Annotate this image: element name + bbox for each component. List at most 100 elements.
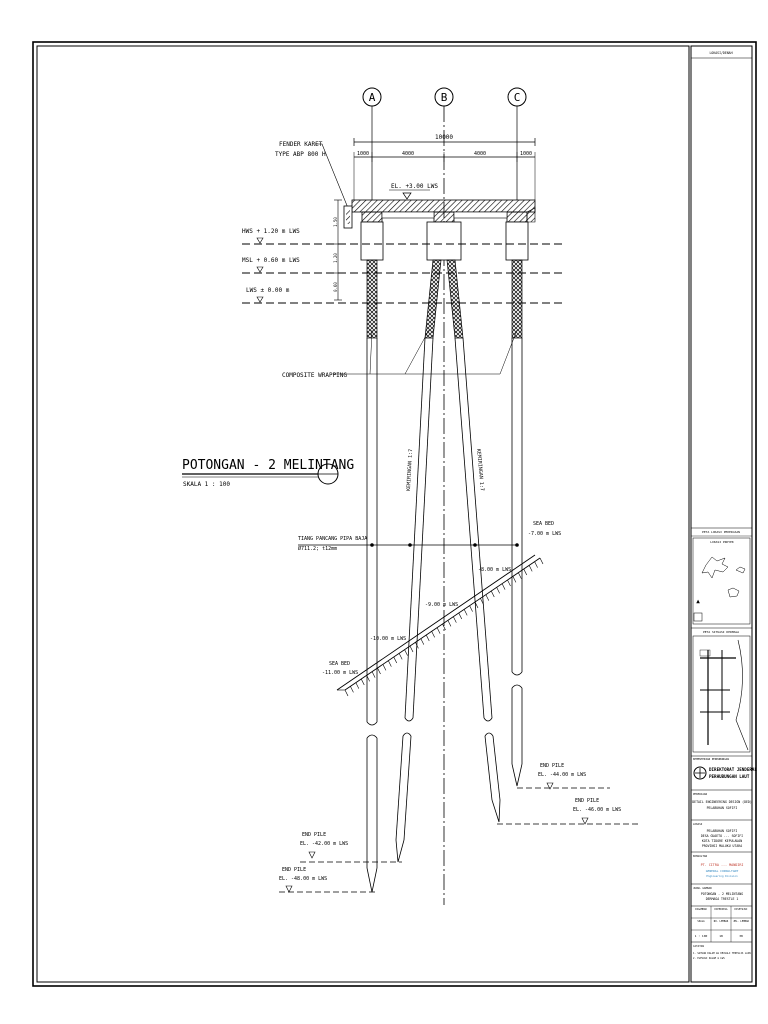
tb-grid-r1-c1: DIGAMBAR <box>695 908 707 911</box>
tb-location-line4: PROVINSI MALUKU UTARA <box>702 844 742 848</box>
batter-right-label: KEMIRINGAN 1:7 <box>475 449 485 492</box>
end-pile-c-2: EL. -44.00 m LWS <box>538 772 586 778</box>
tb-consultant-label: KONSULTAN <box>693 854 707 858</box>
tb-key-plan-label: PETA LOKASI PEKERJAAN <box>702 530 740 534</box>
end-pile-a-1: END PILE <box>282 867 306 873</box>
dimension-total-text: 10000 <box>435 134 453 141</box>
end-pile-ab-2: EL. -42.00 m LWS <box>300 841 348 847</box>
seabed-hatch-tick <box>442 623 446 631</box>
tb-project-line1: DETAIL ENGINEERING DESIGN (DED) <box>692 800 752 804</box>
tb-note-2: 2. ELEVASI DALAM m LWS <box>693 957 725 960</box>
seabed-hatch-tick <box>425 634 430 642</box>
msl-label: MSL + 0.60 m LWS <box>242 257 300 264</box>
seabed-level-3: -10.00 m LWS <box>370 636 406 642</box>
end-pile-c-1: END PILE <box>540 763 564 769</box>
tb-drawing-label: JUDUL GAMBAR <box>693 886 712 890</box>
section-title: POTONGAN - 2 MELINTANG <box>182 458 354 473</box>
tb-grid-r2-c1: SKALA <box>697 920 705 923</box>
fender-block <box>343 205 353 229</box>
tb-project-line2: PELABUHAN SOFIFI <box>707 806 738 810</box>
seabed-hatch-tick <box>420 638 425 645</box>
water-level-lws: LWS ± 0.00 m <box>242 287 565 304</box>
tb-site-plan-label: PETA SITUASI DERMAGA <box>703 630 739 634</box>
water-level-msl: MSL + 0.60 m LWS <box>242 257 565 274</box>
seabed-hatch-tick <box>382 664 387 671</box>
deck-slab <box>351 199 536 223</box>
fender-label-2: TYPE ABP 800 H <box>275 151 326 158</box>
hws-label: HWS + 1.20 m LWS <box>242 228 300 235</box>
axis-b: B <box>434 87 454 107</box>
lws-label: LWS ± 0.00 m <box>246 287 290 294</box>
seabed-hatch-tick <box>518 572 522 579</box>
section-drawing: A B C 10000 1000 4000 <box>182 87 640 905</box>
tb-drawing-line1: POTONGAN - 2 MELINTANG <box>701 892 743 896</box>
seabed-hatch-tick <box>355 682 360 689</box>
seabed-hatch-tick <box>404 649 408 656</box>
end-pile-bc-2: EL. -46.00 m LWS <box>573 807 621 813</box>
tb-owner-line1: DIREKTORAT JENDERAL <box>709 767 757 772</box>
seabed-hatch-tick <box>469 605 473 612</box>
seabed-line <box>336 554 544 697</box>
seabed-hatch-tick <box>458 612 463 620</box>
tb-notes-label: CATATAN <box>693 944 704 948</box>
tb-owner-small: KEMENTERIAN PERHUBUNGAN <box>693 757 729 761</box>
seabed-hatch-tick <box>388 660 392 667</box>
batter-left-label: KEMIRINGAN 1:7 <box>406 449 414 491</box>
tb-drawing-line2: DERMAGA TRESTLE 1 <box>706 897 739 901</box>
seabed-hatch-tick <box>393 656 398 664</box>
tb-grid-r3-c3: 38 <box>739 934 743 938</box>
pipe-spec-2: Ø711.2; t12mm <box>298 545 337 552</box>
batter-pile-left <box>395 259 442 863</box>
seabed-hatch-tick <box>350 686 354 693</box>
vertical-dimension: 1.50 1.20 0.60 <box>333 199 342 301</box>
dimension-spans: 1000 4000 4000 1000 <box>353 151 536 200</box>
fender-leader <box>315 143 349 209</box>
tb-header: LOKASI/DENAH <box>709 51 732 55</box>
north-arrow-icon: ▲ <box>696 598 700 605</box>
sea-bed-right-2: -7.00 m LWS <box>528 531 561 537</box>
seabed-hatch-tick <box>507 579 511 587</box>
seabed-hatch-tick <box>377 667 381 675</box>
seabed-hatch-tick <box>447 620 452 627</box>
site-plan-map <box>692 635 751 753</box>
pile-cap-a <box>360 221 384 261</box>
seabed-hatch-tick <box>534 561 538 568</box>
dimension-span-2: 4000 <box>402 151 414 157</box>
vertical-dim-2: 1.20 <box>333 253 338 263</box>
dimension-span-3: 4000 <box>474 151 486 157</box>
pile-a <box>366 259 378 893</box>
tb-consultant-line1: PT. CITRA ... MANDIRI <box>701 863 744 867</box>
seabed-hatch-tick <box>436 627 441 634</box>
seabed-hatch-tick <box>512 576 517 583</box>
seabed-hatch-tick <box>453 616 457 623</box>
axis-b-label: B <box>441 91 448 104</box>
tb-location-label: LOKASI <box>693 822 703 826</box>
seabed-hatch-tick <box>474 601 479 609</box>
pile-cap-c <box>505 221 529 261</box>
tb-note-1: 1. SATUAN DALAM mm KECUALI TERTULIS LAIN <box>693 952 751 955</box>
pipe-spec-1: TIANG PANCANG PIPA BAJA <box>298 536 367 542</box>
outer-border <box>32 41 757 987</box>
dimension-total: 10000 <box>353 134 536 146</box>
seabed-hatch-tick <box>360 678 365 686</box>
seabed-hatch-tick <box>485 594 490 601</box>
seabed-level-2: -9.00 m LWS <box>425 602 458 608</box>
seabed-hatch-tick <box>344 689 349 697</box>
seabed-hatch-tick <box>523 568 528 576</box>
tb-grid-r3-c1: 1 : 100 <box>695 934 708 938</box>
vertical-dim-3: 0.60 <box>333 282 338 292</box>
owner-logo-icon <box>693 766 707 780</box>
tb-location-line3: KOTA TIDORE KEPULAUAN <box>702 839 742 843</box>
axis-a: A <box>362 87 382 107</box>
section-scale: SKALA 1 : 100 <box>183 481 230 488</box>
seabed-hatch-tick <box>528 565 533 572</box>
batter-pile-right <box>446 259 501 823</box>
pile-cap-b <box>426 221 462 261</box>
tb-consultant-line3: Engineering Division <box>706 874 738 878</box>
seabed-hatch-tick <box>371 671 376 678</box>
axis-c-label: C <box>514 91 521 104</box>
vertical-dim-1: 1.50 <box>333 217 338 227</box>
water-level-hws: HWS + 1.20 m LWS <box>242 228 565 245</box>
seabed-hatch-tick <box>431 631 435 638</box>
